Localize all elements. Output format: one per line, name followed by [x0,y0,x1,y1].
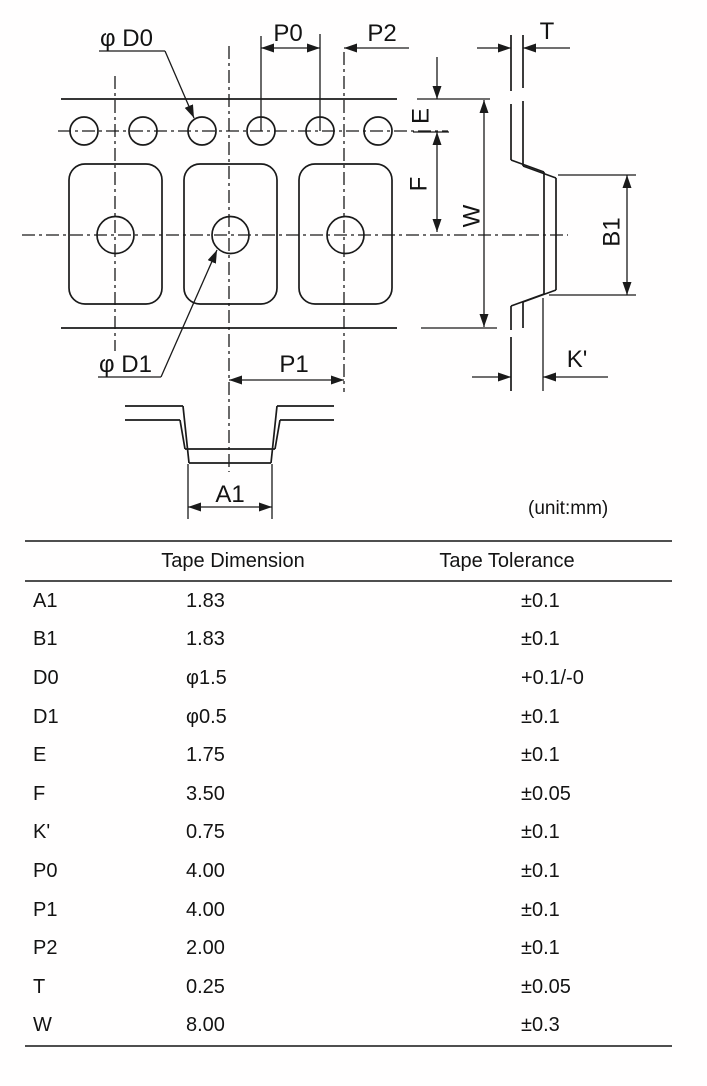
table-row: D1 φ0.5 ±0.1 [25,698,672,737]
row-tolerance: ±0.1 [521,937,560,960]
row-tolerance: ±0.1 [521,821,560,844]
table-row: B1 1.83 ±0.1 [25,621,672,660]
row-dimension: 4.00 [186,898,225,921]
table-row: W 8.00 ±0.3 [25,1007,672,1046]
f-label: F [405,177,432,192]
row-dimension: 1.75 [186,744,225,767]
a1-label: A1 [215,481,244,508]
p1-label: P1 [279,351,308,378]
row-dimension: 8.00 [186,1014,225,1037]
d0-label: φ D0 [100,25,153,52]
row-symbol: D0 [33,666,59,689]
row-dimension: φ1.5 [186,666,227,689]
p2-label: P2 [367,20,396,47]
k-label: K' [567,346,588,373]
side-view [510,35,557,391]
row-tolerance: ±0.1 [521,628,560,651]
pocket-section-view [125,405,334,464]
drawing-labels: φ D0 P0 P2 T E F W B1 φ D1 P1 A1 K' (uni… [99,18,625,519]
table-header-row: Tape Dimension Tape Tolerance [25,542,672,582]
row-dimension: 3.50 [186,782,225,805]
row-dimension: φ0.5 [186,705,227,728]
tape-dimension-drawing: φ D0 P0 P2 T E F W B1 φ D1 P1 A1 K' (uni… [22,18,636,519]
row-symbol: K' [33,821,51,844]
table-body: A1 1.83 ±0.1 B1 1.83 ±0.1 D0 φ1.5 +0.1/-… [25,582,672,1045]
pocket [298,163,393,305]
unit-note: (unit:mm) [528,498,608,519]
row-dimension: 0.25 [186,975,225,998]
pocket [183,163,278,305]
row-symbol: D1 [33,705,59,728]
d1-label: φ D1 [99,351,152,378]
table-row: P0 4.00 ±0.1 [25,852,672,891]
header-tape-dimension: Tape Dimension [161,549,305,572]
t-label: T [540,18,555,45]
w-label: W [458,204,485,227]
table-row: K' 0.75 ±0.1 [25,814,672,853]
d1-leader-line [160,249,218,378]
row-symbol: B1 [33,628,58,651]
row-symbol: W [33,1014,52,1037]
row-symbol: P0 [33,859,58,882]
row-dimension: 1.83 [186,589,225,612]
row-tolerance: ±0.1 [521,705,560,728]
row-symbol: P2 [33,937,58,960]
row-tolerance: ±0.1 [521,589,560,612]
row-dimension: 4.00 [186,859,225,882]
table-row: D0 φ1.5 +0.1/-0 [25,659,672,698]
d0-leader-line [164,50,195,119]
table-row: A1 1.83 ±0.1 [25,582,672,621]
table-row: E 1.75 ±0.1 [25,736,672,775]
row-dimension: 2.00 [186,937,225,960]
row-dimension: 1.83 [186,628,225,651]
row-symbol: T [33,975,46,998]
row-tolerance: ±0.1 [521,744,560,767]
row-tolerance: ±0.05 [521,975,571,998]
table-row: T 0.25 ±0.05 [25,968,672,1007]
row-symbol: A1 [33,589,58,612]
plan-dimensions [98,34,497,385]
center-lines [22,46,568,472]
row-tolerance: ±0.05 [521,782,571,805]
row-tolerance: ±0.1 [521,859,560,882]
p0-label: P0 [273,20,302,47]
header-tape-tolerance: Tape Tolerance [439,549,575,572]
row-dimension: 0.75 [186,821,225,844]
row-symbol: P1 [33,898,58,921]
table-row: P1 4.00 ±0.1 [25,891,672,930]
tape-spec-table: Tape Dimension Tape Tolerance A1 1.83 ±0… [25,540,672,1048]
a1-dimension [187,464,273,519]
side-dimensions [472,43,636,391]
row-tolerance: ±0.3 [521,1014,560,1037]
table-row: P2 2.00 ±0.1 [25,929,672,968]
e-label: E [407,108,434,124]
row-symbol: E [33,744,47,767]
row-symbol: F [33,782,46,805]
table-row: F 3.50 ±0.05 [25,775,672,814]
b1-label: B1 [598,217,625,246]
row-tolerance: ±0.1 [521,898,560,921]
row-tolerance: +0.1/-0 [521,666,584,689]
